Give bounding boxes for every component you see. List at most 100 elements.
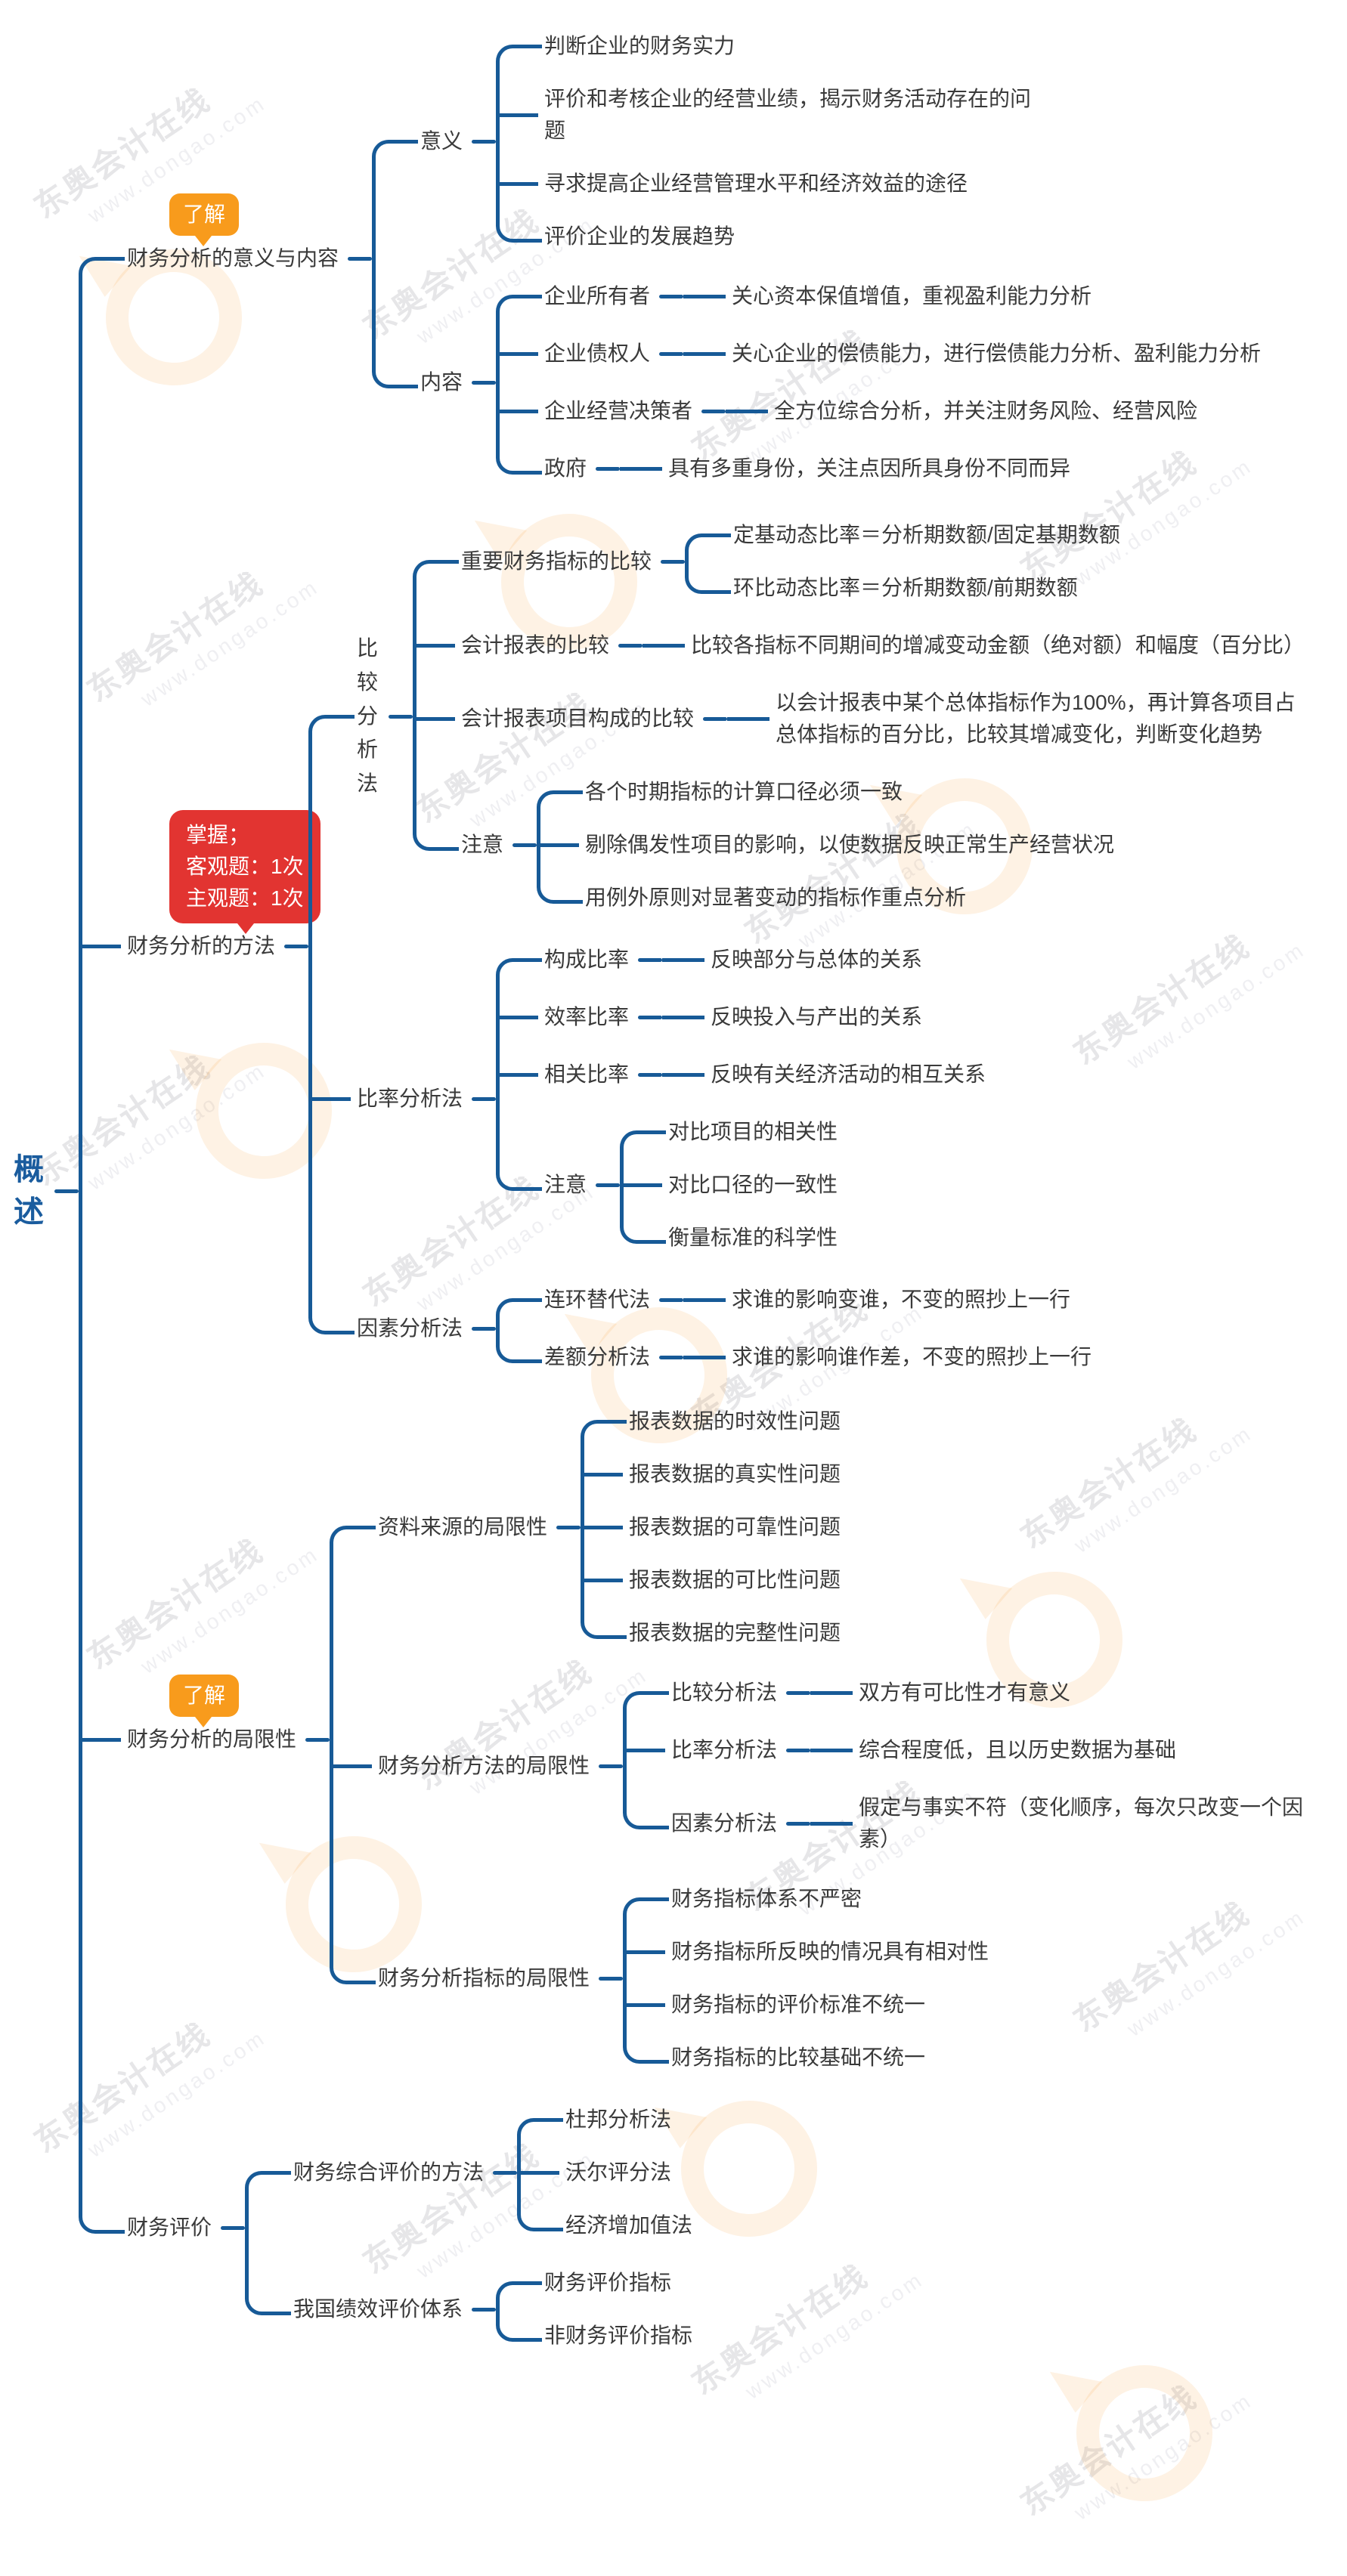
- children-group: 比较各指标不同期间的增减变动金额（绝对额）和幅度（百分比）: [643, 619, 1314, 672]
- node-label-wrap: 各个时期指标的计算口径必须一致: [579, 768, 912, 816]
- branch: 财务分析的局限性了解资料来源的局限性报表数据的时效性问题报表数据的真实性问题报表…: [79, 1390, 1336, 2089]
- branch: 比较分析法重要财务指标的比较定基动态比率＝分析期数额/固定基期数额环比动态比率＝…: [308, 504, 1314, 929]
- node-label-wrap: 对比口径的一致性: [662, 1161, 847, 1209]
- node-label: 假定与事实不符（变化顺序，每次只改变一个因素）: [859, 1795, 1304, 1851]
- priority-badge-red: 掌握；客观题：1次主观题：1次: [169, 810, 320, 934]
- connector-line: [599, 1976, 624, 1981]
- node-label: 关心资本保值增值，重视盈利能力分析: [732, 284, 1092, 308]
- branch: 比较各指标不同期间的增减变动金额（绝对额）和幅度（百分比）: [643, 619, 1314, 672]
- node-label: 对比项目的相关性: [668, 1120, 838, 1143]
- node-label: 财务分析的局限性: [127, 1727, 297, 1751]
- mindmap-node: 非财务评价指标: [538, 2312, 701, 2360]
- mindmap-node: 连环替代法求谁的影响变谁，不变的照抄上一行: [538, 1273, 1101, 1326]
- node-label: 相关比率: [544, 1062, 630, 1086]
- branch: 用例外原则对显著变动的指标作重点分析: [537, 871, 1123, 924]
- mindmap-node: 经济增加值法: [559, 2201, 701, 2250]
- node-label: 衡量标准的科学性: [668, 1226, 838, 1249]
- mindmap-node: 财务指标体系不严密: [665, 1875, 998, 1923]
- mindmap-node: 注意各个时期指标的计算口径必须一致剔除偶发性项目的影响，以使数据反映正常生产经营…: [455, 765, 1314, 924]
- node-label-wrap: 比较分析法: [351, 623, 389, 809]
- node-label-wrap: 衡量标准的科学性: [662, 1214, 847, 1262]
- badge-text: 了解: [183, 203, 226, 226]
- node-label-wrap: 财务分析方法的局限性: [372, 1742, 599, 1790]
- branch: 会计报表项目构成的比较 以会计报表中某个总体指标作为100%，再计算各项目占总体指…: [413, 674, 1314, 763]
- connector-line: [472, 2307, 497, 2312]
- node-label-wrap: 连环替代法: [538, 1276, 659, 1324]
- node-label-wrap: 求谁的影响谁作差，不变的照抄上一行: [726, 1333, 1101, 1381]
- branch: 报表数据的时效性问题: [581, 1395, 850, 1448]
- watermark-logo: [1058, 2347, 1231, 2519]
- children-group: 双方有可比性才有意义: [810, 1666, 1079, 1719]
- branch: 财务评价财务综合评价的方法杜邦分析法沃尔评分法经济增加值法我国绩效评价体系财务评…: [79, 2089, 1336, 2367]
- node-label: 差额分析法: [544, 1345, 651, 1368]
- branch: 对比口径的一致性: [620, 1158, 847, 1211]
- children-group: 比较分析法重要财务指标的比较定基动态比率＝分析期数额/固定基期数额环比动态比率＝…: [308, 504, 1314, 1388]
- node-label: 财务分析的方法: [127, 934, 276, 957]
- node-label-wrap: 具有多重身份，关注点因所具身份不同而异: [662, 444, 1079, 493]
- branch: 关心资本保值增值，重视盈利能力分析: [683, 270, 1101, 323]
- branch: 以会计报表中某个总体指标作为100%，再计算各项目占总体指标的百分比，比较其增减…: [727, 676, 1314, 761]
- branch: 环比动态比率＝分析期数额/前期数额: [685, 561, 1129, 614]
- node-label-wrap: 评价企业的发展趋势: [538, 212, 744, 261]
- node-label: 双方有可比性才有意义: [859, 1681, 1071, 1704]
- node-label-wrap: 我国绩效评价体系: [287, 2285, 472, 2333]
- branch: 我国绩效评价体系财务评价指标非财务评价指标: [245, 2254, 701, 2364]
- node-label-wrap: 评价和考核企业的经营业绩，揭示财务活动存在的问题: [538, 75, 1052, 155]
- node-label-wrap: 重要财务指标的比较: [455, 537, 661, 586]
- mindmap-node: 衡量标准的科学性: [662, 1214, 847, 1262]
- node-label-wrap: 反映部分与总体的关系: [704, 935, 931, 984]
- node-label: 综合程度低，且以历史数据为基础: [859, 1738, 1177, 1761]
- priority-badge-orange: 了解: [169, 1675, 240, 1727]
- mindmap-node: 综合程度低，且以历史数据为基础: [853, 1726, 1185, 1774]
- connector-line: [493, 2170, 518, 2175]
- node-label-wrap: 概述: [11, 1140, 54, 1242]
- node-label-wrap: 比较各指标不同期间的增减变动金额（绝对额）和幅度（百分比）: [685, 621, 1314, 670]
- children-group: 报表数据的时效性问题报表数据的真实性问题报表数据的可靠性问题报表数据的可比性问题…: [581, 1395, 850, 1659]
- node-label: 反映有关经济活动的相互关系: [711, 1062, 986, 1086]
- node-label-wrap: 意义: [414, 117, 472, 165]
- node-label: 会计报表项目构成的比较: [461, 707, 695, 730]
- children-group: 反映投入与产出的关系: [662, 991, 931, 1044]
- branch: 双方有可比性才有意义: [810, 1666, 1079, 1719]
- branch: 杜邦分析法: [517, 2093, 701, 2146]
- node-label-wrap: 企业所有者: [538, 272, 659, 320]
- children-group: 关心企业的偿债能力，进行偿债能力分析、盈利能力分析: [683, 327, 1270, 380]
- node-label: 以会计报表中某个总体指标作为100%，再计算各项目占总体指标的百分比，比较其增减…: [776, 691, 1296, 746]
- node-label: 评价企业的发展趋势: [544, 224, 735, 248]
- connector-line: [701, 409, 726, 413]
- mindmap: 概述财务分析的意义与内容了解意义判断企业的财务实力评价和考核企业的经营业绩，揭示…: [11, 34, 1336, 2367]
- children-group: 财务指标体系不严密财务指标所反映的情况具有相对性财务指标的评价标准不统一财务指标…: [623, 1872, 998, 2084]
- mindmap-node: 各个时期指标的计算口径必须一致: [579, 768, 1123, 816]
- node-label-wrap: 报表数据的可比性问题: [623, 1556, 850, 1604]
- node-label: 比较分析法: [357, 636, 379, 796]
- node-label: 各个时期指标的计算口径必须一致: [585, 780, 903, 803]
- mindmap-node: 会计报表项目构成的比较 以会计报表中某个总体指标作为100%，再计算各项目占总体指…: [455, 676, 1314, 761]
- mindmap-node: 财务分析的方法掌握；客观题：1次主观题：1次比较分析法重要财务指标的比较定基动态…: [121, 504, 1336, 1388]
- connector-line: [599, 1764, 624, 1768]
- node-label-wrap: 财务评价: [121, 2203, 221, 2252]
- node-label: 资料来源的局限性: [378, 1515, 548, 1538]
- mindmap-node: 关心企业的偿债能力，进行偿债能力分析、盈利能力分析: [726, 329, 1270, 378]
- children-group: 反映有关经济活动的相互关系: [662, 1048, 995, 1101]
- node-label: 重要财务指标的比较: [461, 549, 652, 573]
- mindmap-node: 双方有可比性才有意义: [853, 1668, 1079, 1717]
- branch: 各个时期指标的计算口径必须一致: [537, 765, 1123, 818]
- mindmap-node: 寻求提高企业经营管理水平和经济效益的途径: [538, 159, 1052, 208]
- branch: 因素分析法 假定与事实不符（变化顺序，每次只改变一个因素）: [623, 1779, 1336, 1868]
- node-label-wrap: 环比动态比率＝分析期数额/前期数额: [727, 564, 1087, 612]
- connector-line: [703, 716, 728, 721]
- connector-line: [638, 957, 663, 962]
- mindmap-node: 财务指标的比较基础不统一: [665, 2033, 998, 2082]
- node-label: 报表数据的真实性问题: [629, 1462, 841, 1486]
- mindmap-node: 财务指标所反映的情况具有相对性: [665, 1928, 998, 1976]
- node-label: 因素分析法: [671, 1811, 778, 1835]
- children-group: 财务评价指标非财务评价指标: [496, 2256, 701, 2362]
- branch: 全方位综合分析，并关注财务风险、经营风险: [726, 385, 1206, 438]
- node-label-wrap: 财务分析的方法掌握；客观题：1次主观题：1次: [121, 810, 320, 970]
- node-label-wrap: 关心企业的偿债能力，进行偿债能力分析、盈利能力分析: [726, 329, 1270, 378]
- branch: 反映有关经济活动的相互关系: [662, 1048, 995, 1101]
- node-label: 报表数据的可靠性问题: [629, 1515, 841, 1538]
- children-group: 财务综合评价的方法杜邦分析法沃尔评分法经济增加值法我国绩效评价体系财务评价指标非…: [245, 2091, 701, 2364]
- node-label: 财务指标的比较基础不统一: [671, 2046, 926, 2069]
